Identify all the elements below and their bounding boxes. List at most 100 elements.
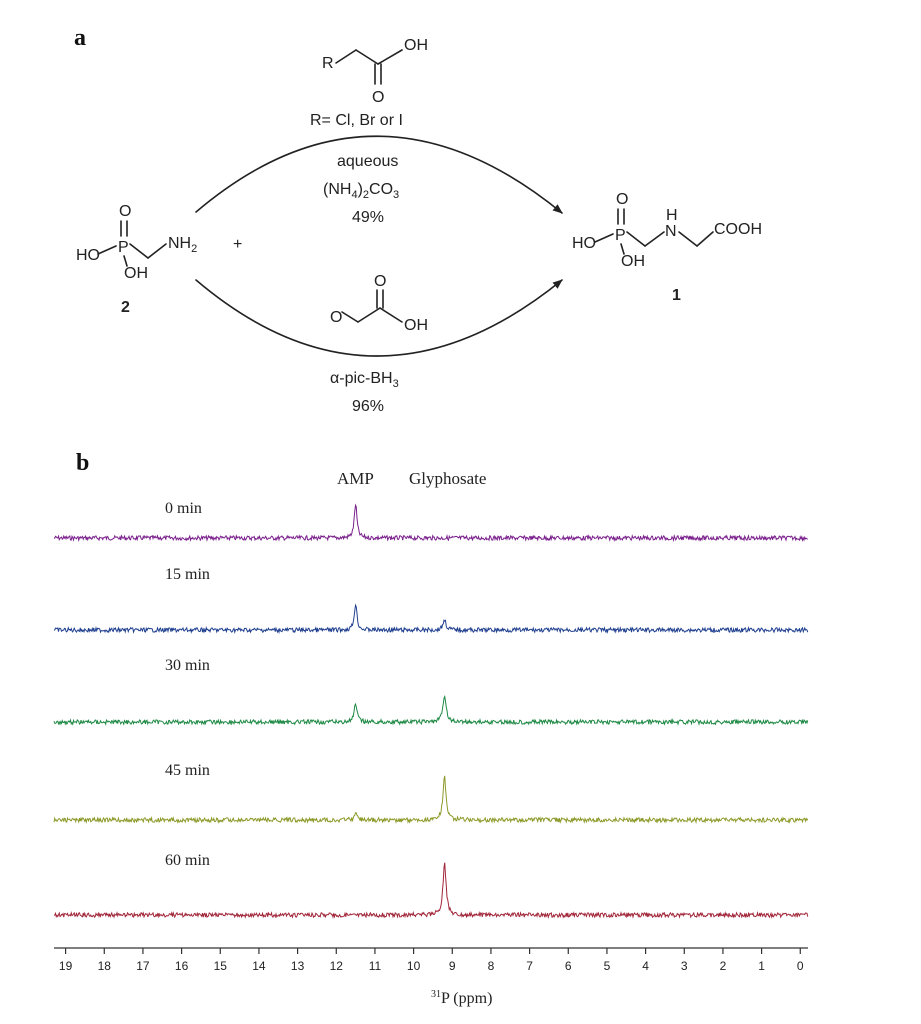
x-tick-label: 12 xyxy=(330,959,344,973)
glyoxylic-acid-structure: O O OH xyxy=(330,273,428,334)
spectrum-time-label: 45 min xyxy=(165,762,210,779)
bond xyxy=(644,231,665,247)
bond xyxy=(355,49,379,65)
spectrum-time-label: 15 min xyxy=(165,566,210,583)
atom-p: P xyxy=(118,239,129,256)
compound-1-structure: O P HO OH H N COOH xyxy=(572,191,762,270)
x-tick-label: 17 xyxy=(136,959,150,973)
condition-aqueous: aqueous xyxy=(337,153,398,170)
formula-sub: 4 xyxy=(351,189,357,201)
peak-label-amp: AMP xyxy=(337,469,374,488)
atom-ho: HO xyxy=(76,247,100,264)
x-axis-label: 31P (ppm) xyxy=(431,989,492,1007)
bond xyxy=(123,255,128,267)
formula-sub: 3 xyxy=(393,189,399,201)
compound-2-structure: O P HO OH NH2 xyxy=(76,203,197,282)
condition-ammonium-carbonate: (NH4)2CO3 xyxy=(323,181,399,201)
x-tick-label: 15 xyxy=(214,959,228,973)
bond xyxy=(594,233,614,243)
condition-reductant: α-pic-BH3 xyxy=(330,370,399,390)
bond xyxy=(379,307,403,323)
compound-1-number: 1 xyxy=(672,287,681,304)
spectra-plot: 0 min 15 min 30 min 45 min 60 min xyxy=(53,500,809,920)
atom-oh: OH xyxy=(404,37,428,54)
x-tick-label: 2 xyxy=(720,959,727,973)
x-tick-label: 7 xyxy=(526,959,533,973)
x-tick-label: 16 xyxy=(175,959,189,973)
spectrum-trace xyxy=(53,503,808,543)
x-tick-label: 11 xyxy=(369,959,382,973)
x-tick-label: 19 xyxy=(59,959,73,973)
x-tick-label: 4 xyxy=(642,959,649,973)
atom-o: O xyxy=(372,89,384,106)
x-tick-label: 8 xyxy=(488,959,495,973)
x-tick-label: 0 xyxy=(797,959,804,973)
r-group-caption: R= Cl, Br or I xyxy=(310,112,403,129)
bond xyxy=(335,49,357,64)
x-tick-label: 3 xyxy=(681,959,688,973)
atom-ho: HO xyxy=(572,235,596,252)
atom-oh: OH xyxy=(124,265,148,282)
atom-oh: OH xyxy=(621,253,645,270)
bond xyxy=(147,243,167,259)
formula-part: CO xyxy=(369,181,393,198)
x-tick-label: 6 xyxy=(565,959,572,973)
compound-2-number: 2 xyxy=(121,299,130,316)
haloacetic-acid-structure: R OH O xyxy=(322,37,428,106)
spectrum-trace xyxy=(53,694,809,726)
bond xyxy=(129,243,149,259)
yield-bottom: 96% xyxy=(352,398,384,415)
x-tick-label: 9 xyxy=(449,959,456,973)
x-tick-label: 5 xyxy=(604,959,611,973)
atom-o: O xyxy=(330,309,342,326)
x-axis-label-sup: 31 xyxy=(431,989,441,1000)
bond xyxy=(377,49,403,65)
panel-b-label: b xyxy=(76,450,89,476)
spectrum-time-label: 30 min xyxy=(165,657,210,674)
bond xyxy=(97,245,117,255)
spectrum-trace xyxy=(53,775,809,825)
spectrum-time-label: 0 min xyxy=(165,500,202,517)
atom-n: N xyxy=(665,223,677,240)
x-tick-label: 13 xyxy=(291,959,305,973)
formula-sub: 2 xyxy=(191,243,197,255)
bond xyxy=(620,243,625,255)
panel-a: a R OH O R= Cl, Br or I aqueous (NH4)2CO… xyxy=(74,25,762,415)
reaction-arrow-bottom xyxy=(195,279,563,357)
atom-o: O xyxy=(374,273,386,290)
formula-part: α-pic-BH xyxy=(330,370,393,387)
bond xyxy=(678,231,698,247)
formula-sub: 2 xyxy=(363,189,369,201)
formula-sub: 3 xyxy=(393,378,399,390)
x-tick-label: 14 xyxy=(252,959,266,973)
peak-label-glyphosate: Glyphosate xyxy=(409,469,486,488)
reaction-arrow-top xyxy=(195,135,563,214)
bond xyxy=(357,307,381,323)
bond xyxy=(341,311,359,323)
atom-o: O xyxy=(616,191,628,208)
atom-p: P xyxy=(615,227,626,244)
spectrum-trace xyxy=(53,862,809,920)
atom-o: O xyxy=(119,203,131,220)
atom-cooh: COOH xyxy=(714,221,762,238)
atom-h: H xyxy=(666,207,678,224)
plus-sign: + xyxy=(233,236,242,253)
atom-r: R xyxy=(322,55,334,72)
x-axis-label-text: P (ppm) xyxy=(441,990,492,1007)
panel-b: b AMP Glyphosate 0 min 15 min 30 min 45 min… xyxy=(53,450,809,1007)
spectrum-time-label: 60 min xyxy=(165,852,210,869)
bond xyxy=(626,231,646,247)
yield-top: 49% xyxy=(352,209,384,226)
x-tick-label: 18 xyxy=(98,959,112,973)
spectrum-trace xyxy=(53,603,809,635)
x-tick-label: 1 xyxy=(758,959,765,973)
formula-part: ) xyxy=(358,181,363,198)
x-tick-label: 10 xyxy=(407,959,421,973)
atom-nh2: NH2 xyxy=(168,235,197,255)
formula-part: (NH xyxy=(323,181,351,198)
panel-a-label: a xyxy=(74,25,86,51)
bond xyxy=(696,231,714,247)
formula-part: NH xyxy=(168,235,191,252)
